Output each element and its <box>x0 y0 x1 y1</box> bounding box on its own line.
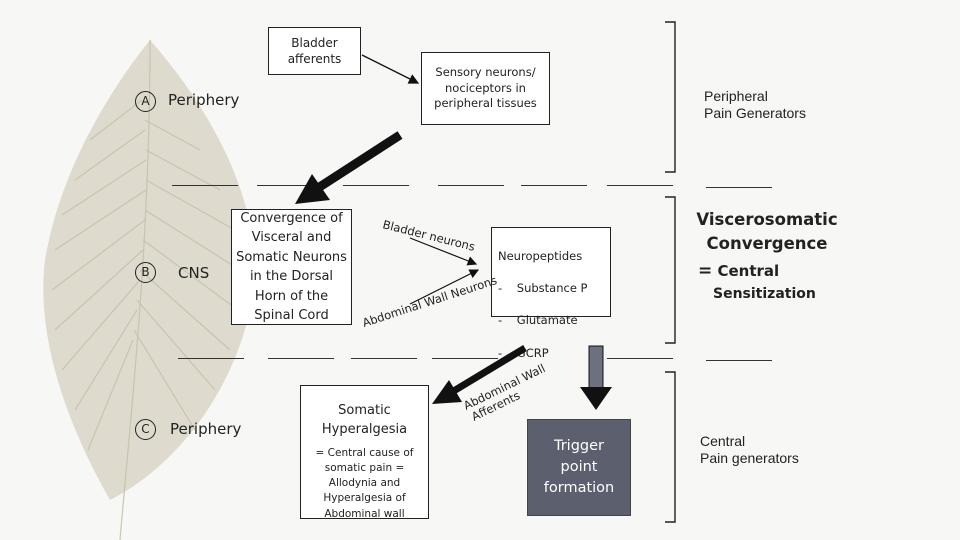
neuropeptides-title: Neuropeptides <box>498 249 583 264</box>
somatic-hyperalgesia-title: Somatic Hyperalgesia <box>321 403 408 437</box>
convergence-box: Convergence of Visceral and Somatic Neur… <box>231 209 352 325</box>
label-central-sensitization-line1: = Central <box>698 261 780 281</box>
divider-segment <box>438 185 504 186</box>
arrow-to-trigger-point <box>580 345 612 410</box>
divider-segment <box>257 185 323 186</box>
sensory-neurons-box: Sensory neurons/ nociceptors in peripher… <box>421 52 550 125</box>
bracket-peripheral <box>665 21 676 173</box>
curved-label-bladder-neurons: Bladder neurons <box>381 217 476 253</box>
divider-segment <box>607 358 673 359</box>
label-viscerosomatic-convergence: Viscerosomatic Convergence <box>696 210 838 253</box>
arrow-bladder-neurons <box>409 237 478 266</box>
divider-segment <box>706 187 772 188</box>
trigger-point-box: Trigger point formation <box>527 419 631 516</box>
row-marker-a: A <box>135 91 156 112</box>
curved-label-abdominal-wall-neurons: Abdominal Wall Neurons <box>361 273 499 330</box>
label-central-pain-generators: Central Pain generators <box>700 433 799 466</box>
divider-segment <box>706 360 772 361</box>
bracket-central <box>665 371 676 523</box>
divider-segment <box>268 358 334 359</box>
thick-arrow-down-left <box>295 131 403 204</box>
divider-segment <box>172 185 238 186</box>
row-marker-c: C <box>135 419 156 440</box>
row-label-periphery-bottom: Periphery <box>170 420 242 438</box>
row-marker-b: B <box>135 262 156 283</box>
arrow-bladder-to-sensory <box>361 54 420 84</box>
label-peripheral-pain-generators: Peripheral Pain Generators <box>704 88 806 121</box>
divider-segment <box>521 185 587 186</box>
neuropeptide-item: - Substance P <box>498 281 588 296</box>
arrow-abdominal-neurons <box>409 269 480 305</box>
divider-segment <box>432 358 498 359</box>
divider-segment <box>178 358 244 359</box>
bracket-convergence <box>665 196 676 344</box>
neuropeptide-item: - Glutamate <box>498 313 578 328</box>
row-label-cns: CNS <box>178 264 210 282</box>
neuropeptides-box: Neuropeptides - Substance P - Glutamate … <box>491 227 611 360</box>
row-label-periphery-top: Periphery <box>168 91 240 109</box>
thick-arrow-to-hyperalgesia <box>432 345 527 404</box>
divider-segment <box>351 358 417 359</box>
somatic-hyperalgesia-body: = Central cause of somatic pain = Allody… <box>315 446 414 520</box>
somatic-hyperalgesia-box: Somatic Hyperalgesia = Central cause of … <box>300 385 429 520</box>
divider-segment <box>343 185 409 186</box>
bladder-afferents-box: Bladder afferents <box>268 27 361 75</box>
divider-segment <box>607 185 673 186</box>
label-central-sensitization-line2: Sensitization <box>713 286 816 302</box>
